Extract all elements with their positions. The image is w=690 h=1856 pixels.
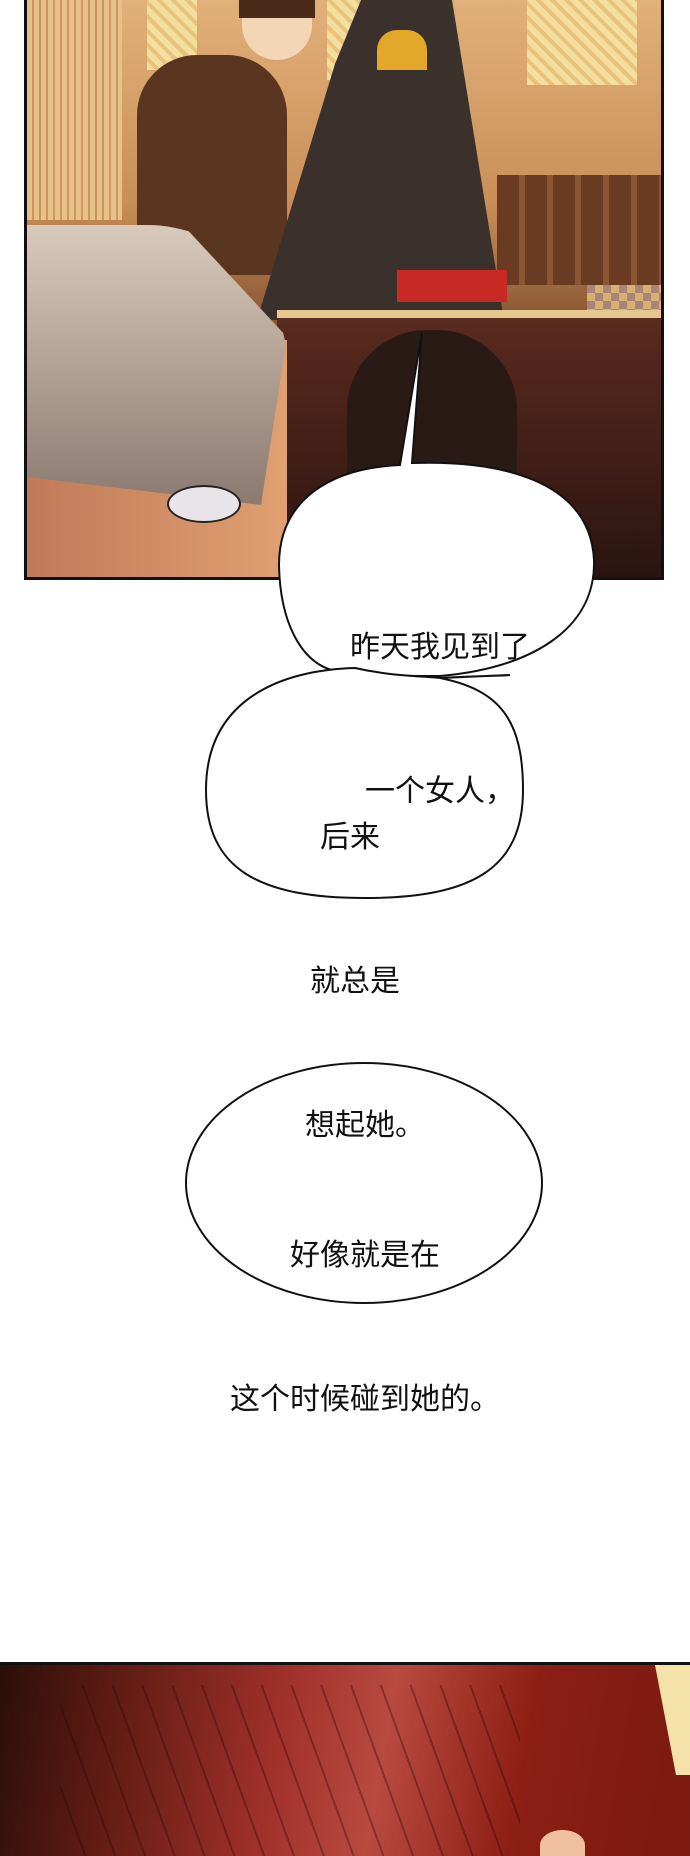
speech-bubble-3: [185, 1062, 543, 1304]
man-hair: [239, 0, 315, 18]
skin-patch: [540, 1830, 585, 1856]
bubble-2-line-3: 想起她。: [305, 1108, 425, 1143]
light-background: [655, 1665, 690, 1775]
gold-epaulette: [377, 30, 427, 70]
red-sash: [397, 270, 507, 302]
bubble-1-line-2: 一个女人，: [365, 774, 515, 809]
bubble-3-line-2: 这个时候碰到她的。: [230, 1382, 500, 1417]
hair-strands: [60, 1685, 520, 1856]
bubble-2-line-2: 就总是: [310, 964, 400, 999]
speech-bubble-2: [204, 666, 525, 900]
boy-eye: [167, 485, 241, 523]
comic-panel-red-hair: [0, 1662, 690, 1856]
bubble-3-text: 好像就是在 这个时候碰到她的。: [190, 1136, 540, 1472]
altar-rail: [497, 175, 661, 285]
speech-bubble-1: [277, 331, 596, 678]
stained-glass-window: [527, 0, 637, 85]
column: [27, 0, 122, 220]
bubble-1-line-1: 昨天我见到了: [350, 630, 530, 665]
bubble-2-line-1: 后来: [320, 820, 380, 855]
bubble-3-line-1: 好像就是在: [290, 1238, 440, 1273]
comic-panel-church-scene: [24, 0, 664, 580]
bubble-2-text: 后来 就总是 想起她。: [250, 718, 480, 1198]
bubble-1-text: 昨天我见到了 一个女人，: [300, 528, 580, 864]
